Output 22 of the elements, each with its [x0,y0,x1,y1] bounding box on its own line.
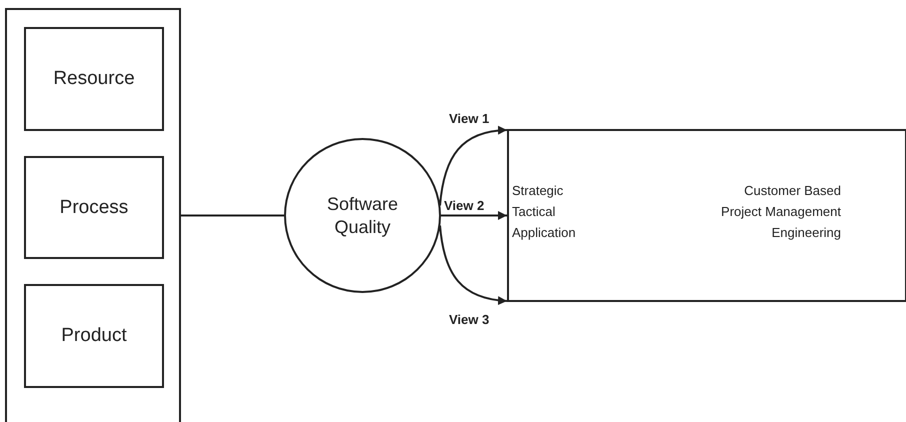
process-box [24,27,164,131]
view-text: Application [512,225,576,240]
view-text: Customer Based [744,183,841,198]
box-label: Resource [53,67,135,91]
process-box [24,156,164,259]
edge-label: View 3 [448,312,490,327]
connector-line [181,214,284,216]
edge-label: View 2 [443,198,486,213]
view-text: Strategic [512,183,564,198]
view-text: Engineering [772,225,841,240]
process-box [24,284,164,388]
arrow [439,225,508,305]
view-text: Tactical [512,204,556,219]
box-label: Product [61,324,127,348]
arrow [441,211,507,220]
view-text: Project Management [721,204,841,219]
edge-label: View 1 [448,111,490,126]
view-box [507,129,906,302]
box-label: Process [60,196,128,220]
container-box [5,8,181,422]
circle-label: Software Quality [326,193,400,238]
arrow [439,126,508,206]
